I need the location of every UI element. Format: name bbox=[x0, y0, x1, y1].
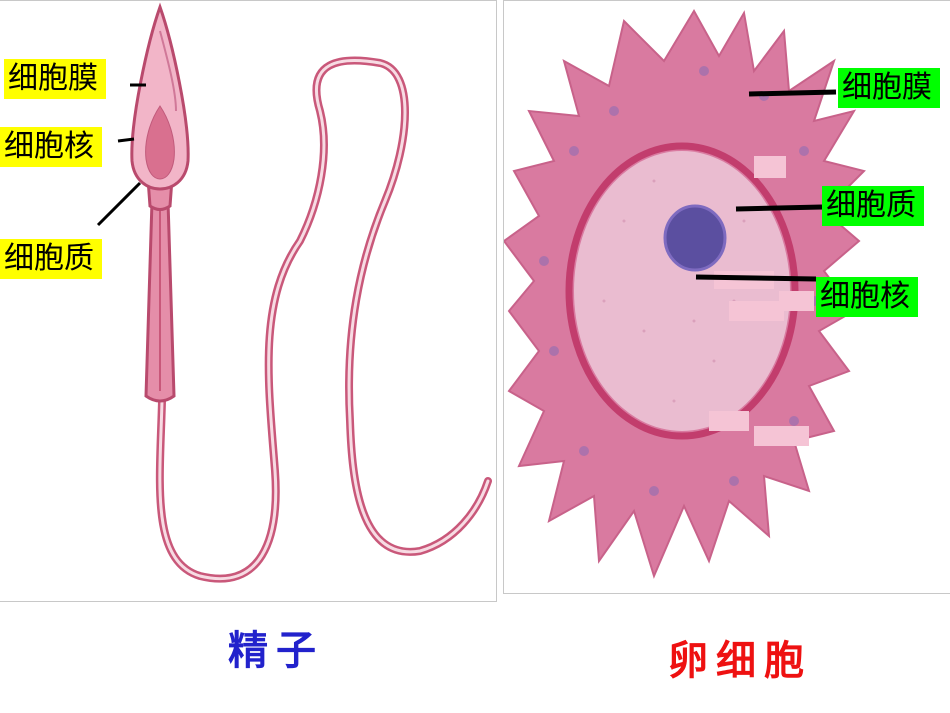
egg-label-cytoplasm: 细胞质 bbox=[822, 186, 924, 226]
egg-label-cell-membrane: 细胞膜 bbox=[838, 68, 940, 108]
egg-diagram-panel: 细胞膜 细胞质 细胞核 bbox=[503, 0, 950, 594]
leader-line-egg-membrane bbox=[748, 89, 837, 97]
leader-line-sperm-cytoplasm bbox=[96, 181, 142, 227]
egg-label-cell-nucleus: 细胞核 bbox=[816, 277, 918, 317]
sperm-nucleus bbox=[145, 105, 175, 180]
leader-line-egg-cytoplasm bbox=[735, 204, 823, 212]
sperm-label-cell-nucleus: 细胞核 bbox=[0, 127, 102, 167]
leader-line-sperm-nucleus bbox=[117, 137, 135, 143]
sperm-illustration bbox=[96, 2, 492, 583]
sperm-label-cytoplasm: 细胞质 bbox=[0, 239, 102, 279]
egg-illustration bbox=[504, 9, 866, 579]
sperm-label-cell-membrane: 细胞膜 bbox=[4, 59, 106, 99]
leader-line-egg-nucleus bbox=[695, 274, 817, 282]
sperm-diagram-panel: 细胞膜 细胞核 细胞质 bbox=[0, 0, 497, 602]
egg-cytoplasm bbox=[574, 151, 790, 431]
caption-sperm: 精子 bbox=[228, 628, 324, 674]
egg-nucleus bbox=[663, 204, 727, 272]
caption-egg-cell: 卵细胞 bbox=[668, 638, 812, 684]
